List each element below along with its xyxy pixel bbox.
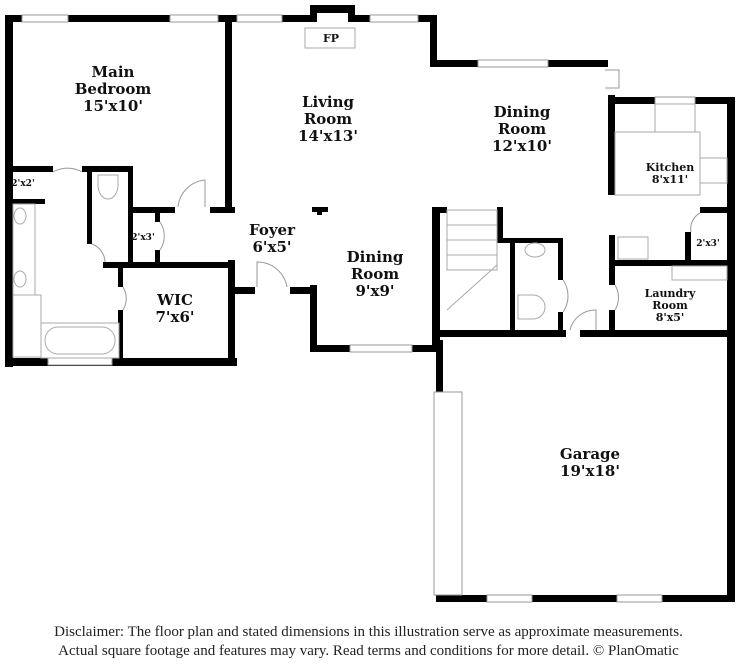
- hall-closet-size: 2'x3': [131, 233, 154, 243]
- garage-size: 19'x18': [560, 462, 620, 480]
- wic-size: 7'x6': [155, 308, 194, 326]
- dining-room-large-size: 12'x10': [492, 137, 552, 155]
- living-room-size: 14'x13': [298, 127, 358, 145]
- room-labels: Main Bedroom 15'x10' Living Room 14'x13'…: [11, 32, 719, 480]
- kitchen-label: Kitchen: [646, 161, 695, 174]
- main-bedroom-size: 15'x10': [83, 97, 143, 115]
- dining-room-small-size: 9'x9': [355, 282, 394, 300]
- laundry-room-size: 8'x5': [656, 311, 685, 324]
- stove: [699, 157, 728, 184]
- disclaimer-line-2: Actual square footage and features may v…: [58, 643, 679, 659]
- half-bath-sink: [524, 242, 546, 258]
- shower: [12, 294, 42, 358]
- kitchen-size: 8'x11': [652, 173, 688, 186]
- living-room-label: Living: [302, 93, 355, 111]
- garage-label: Garage: [560, 445, 620, 463]
- laundry-counter: [671, 265, 728, 281]
- main-bedroom-label-2: Bedroom: [75, 80, 152, 98]
- disclaimer-line-1: Disclaimer: The floor plan and stated di…: [54, 624, 683, 640]
- fireplace-label: FP: [323, 32, 339, 45]
- half-bath-toilet: [517, 294, 546, 320]
- kitchen-counter: [614, 131, 701, 196]
- toilet: [97, 174, 119, 200]
- walls: [5, 5, 735, 602]
- living-room-label-2: Room: [304, 110, 352, 128]
- fireplace: [304, 27, 356, 49]
- laundry-room-label-2: Room: [652, 299, 688, 312]
- windows: [21, 14, 696, 603]
- bath-closet-size: 2'x2': [11, 179, 34, 189]
- dining-room-small-label: Dining: [347, 248, 404, 266]
- kitchen-sink: [654, 103, 696, 133]
- foyer-label: Foyer: [249, 221, 296, 239]
- wic-label: WIC: [156, 291, 193, 309]
- fridge: [617, 236, 649, 260]
- fixtures: [12, 27, 728, 359]
- doors: [52, 69, 701, 331]
- laundry-room-label: Laundry: [645, 287, 696, 300]
- kitchen-closet-size: 2'x3': [696, 239, 719, 249]
- dining-room-small-label-2: Room: [351, 265, 399, 283]
- main-bedroom-label: Main: [92, 63, 135, 81]
- foyer-size: 6'x5': [252, 238, 291, 256]
- dining-room-large-label: Dining: [494, 103, 551, 121]
- dining-room-large-label-2: Room: [498, 120, 546, 138]
